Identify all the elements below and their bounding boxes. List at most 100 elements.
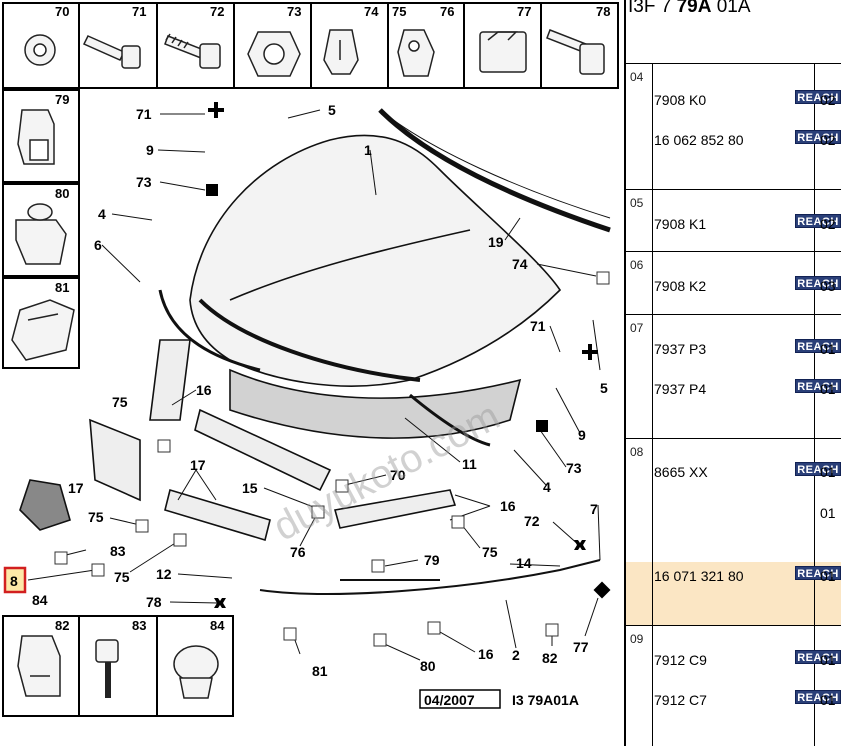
tile-label: 76 xyxy=(440,4,454,19)
selected-callout[interactable]: 8 xyxy=(3,566,27,594)
callout-label[interactable]: 19 xyxy=(488,234,504,250)
callout-label[interactable]: 84 xyxy=(32,592,48,608)
callout-label[interactable]: 75 xyxy=(482,544,498,560)
part-line[interactable]: 7912 C9 REACH 01 xyxy=(654,650,841,672)
callout-label[interactable]: 9 xyxy=(146,142,154,158)
reach-badge: REACH xyxy=(795,566,841,580)
reach-badge: REACH xyxy=(795,690,841,704)
callout-label[interactable]: 15 xyxy=(242,480,258,496)
callout-label[interactable]: 4 xyxy=(543,479,551,495)
panel-title: I3F 7 79A 01A xyxy=(628,0,751,18)
tile-label: 78 xyxy=(596,4,610,19)
callout-label[interactable]: 73 xyxy=(136,174,152,190)
callout-label[interactable]: 4 xyxy=(98,206,106,222)
part-ref[interactable]: 7912 C9 xyxy=(654,652,707,668)
part-qty: 02 xyxy=(820,92,836,108)
footer-date-box xyxy=(419,689,501,709)
part-qty: 01 xyxy=(820,692,836,708)
part-line[interactable]: 8665 XX REACH 01 xyxy=(654,462,841,484)
part-line[interactable]: 01 xyxy=(654,505,840,525)
part-line[interactable]: 7908 K2 REACH 03 xyxy=(654,276,841,298)
parts-row: 07 7937 P3 REACH 01 7937 P4 REACH 01 xyxy=(626,315,841,439)
part-line[interactable]: 7937 P3 REACH 01 xyxy=(654,339,841,361)
part-qty: 01 xyxy=(820,464,836,480)
part-ref[interactable]: 7908 K0 xyxy=(654,92,707,108)
callout-label[interactable]: 71 xyxy=(136,106,152,122)
callout-label[interactable]: 17 xyxy=(190,457,206,473)
parts-row: 09 7912 C9 REACH 01 7912 C7 REACH 01 xyxy=(626,626,841,746)
tile-label: 74 xyxy=(364,4,379,19)
part-ref[interactable]: 16 071 321 80 xyxy=(654,568,744,584)
part-line[interactable]: 7908 K0 REACH 02 xyxy=(654,90,841,112)
callout-label[interactable]: 16 xyxy=(500,498,516,514)
callout-label[interactable]: 5 xyxy=(600,380,608,396)
exploded-parts-diagram: 70 71 72 73 74 75 76 77 78 79 80 81 82 8… xyxy=(2,2,619,717)
row-number: 04 xyxy=(630,70,644,84)
callout-label[interactable]: 78 xyxy=(146,594,162,610)
callout-label-selected[interactable]: 8 xyxy=(10,573,18,589)
callout-label[interactable]: 12 xyxy=(156,566,172,582)
reference-markers xyxy=(54,271,610,647)
part-qty: 02 xyxy=(820,216,836,232)
row-number: 07 xyxy=(630,321,644,335)
part-ref[interactable]: 8665 XX xyxy=(654,464,708,480)
part-ref[interactable]: 7908 K1 xyxy=(654,216,707,232)
callout-label[interactable]: 16 xyxy=(196,382,212,398)
callout-label[interactable]: 76 xyxy=(290,544,306,560)
part-ref[interactable]: 7937 P3 xyxy=(654,341,707,357)
part-qty: 01 xyxy=(820,652,836,668)
title-bold: 79A xyxy=(676,0,712,17)
callout-label[interactable]: 14 xyxy=(516,555,532,571)
tile-label: 80 xyxy=(55,186,69,201)
row-number: 05 xyxy=(630,196,644,210)
part-ref[interactable]: 7937 P4 xyxy=(654,381,707,397)
callout-label[interactable]: 6 xyxy=(94,237,102,253)
callout-label[interactable]: 5 xyxy=(328,102,336,118)
callout-label[interactable]: 17 xyxy=(68,480,84,496)
callout-label[interactable]: 77 xyxy=(573,639,589,655)
callout-label[interactable]: 83 xyxy=(110,543,126,559)
part-line[interactable]: 16 062 852 80 REACH 02 xyxy=(654,130,841,152)
part-line[interactable]: 7912 C7 REACH 01 xyxy=(654,690,841,712)
part-qty: 01 xyxy=(820,381,836,397)
part-line[interactable]: 7908 K1 REACH 02 xyxy=(654,214,841,236)
callout-label[interactable]: 79 xyxy=(424,552,440,568)
callout-label[interactable]: 75 xyxy=(112,394,128,410)
callout-label[interactable]: 72 xyxy=(524,513,540,529)
reach-badge: REACH xyxy=(795,650,841,664)
panel-header: I3F 7 79A 01A xyxy=(626,0,841,64)
callout-label[interactable]: 74 xyxy=(512,256,528,272)
callout-label[interactable]: 2 xyxy=(512,647,520,663)
part-line[interactable]: 7937 P4 REACH 01 xyxy=(654,379,841,401)
part-ref[interactable]: 7912 C7 xyxy=(654,692,707,708)
callout-label[interactable]: 16 xyxy=(478,646,494,662)
callout-label[interactable]: 70 xyxy=(390,467,406,483)
reach-badge: REACH xyxy=(795,339,841,353)
part-line-selected[interactable]: 16 071 321 80 REACH 01 xyxy=(654,566,841,588)
tile-label: 70 xyxy=(55,4,69,19)
callout-label[interactable]: 9 xyxy=(578,427,586,443)
row-number: 06 xyxy=(630,258,644,272)
fastener-icons xyxy=(24,29,605,77)
part-qty: 01 xyxy=(820,568,836,584)
row-number: 09 xyxy=(630,632,644,646)
callout-label[interactable]: 80 xyxy=(420,658,436,674)
fitting-icons xyxy=(17,635,219,699)
callout-label[interactable]: 75 xyxy=(88,509,104,525)
callout-label[interactable]: 75 xyxy=(114,569,130,585)
callout-label[interactable]: 1 xyxy=(364,142,372,158)
part-ref[interactable]: 16 062 852 80 xyxy=(654,132,744,148)
callouts: 71 5 9 73 1 4 6 19 74 71 5 9 16 75 11 73… xyxy=(3,102,608,679)
callout-label[interactable]: 81 xyxy=(312,663,328,679)
part-qty: 01 xyxy=(820,505,836,521)
callout-label[interactable]: 82 xyxy=(542,650,558,666)
callout-label[interactable]: 7 xyxy=(590,501,598,517)
callout-label[interactable]: 73 xyxy=(566,460,582,476)
tile-label: 81 xyxy=(55,280,69,295)
callout-label[interactable]: 11 xyxy=(462,456,477,472)
tile-label: 77 xyxy=(517,4,531,19)
part-ref[interactable]: 7908 K2 xyxy=(654,278,707,294)
callout-label[interactable]: 71 xyxy=(530,318,546,334)
tile-label: 79 xyxy=(55,92,69,107)
tile-label: 82 xyxy=(55,618,69,633)
